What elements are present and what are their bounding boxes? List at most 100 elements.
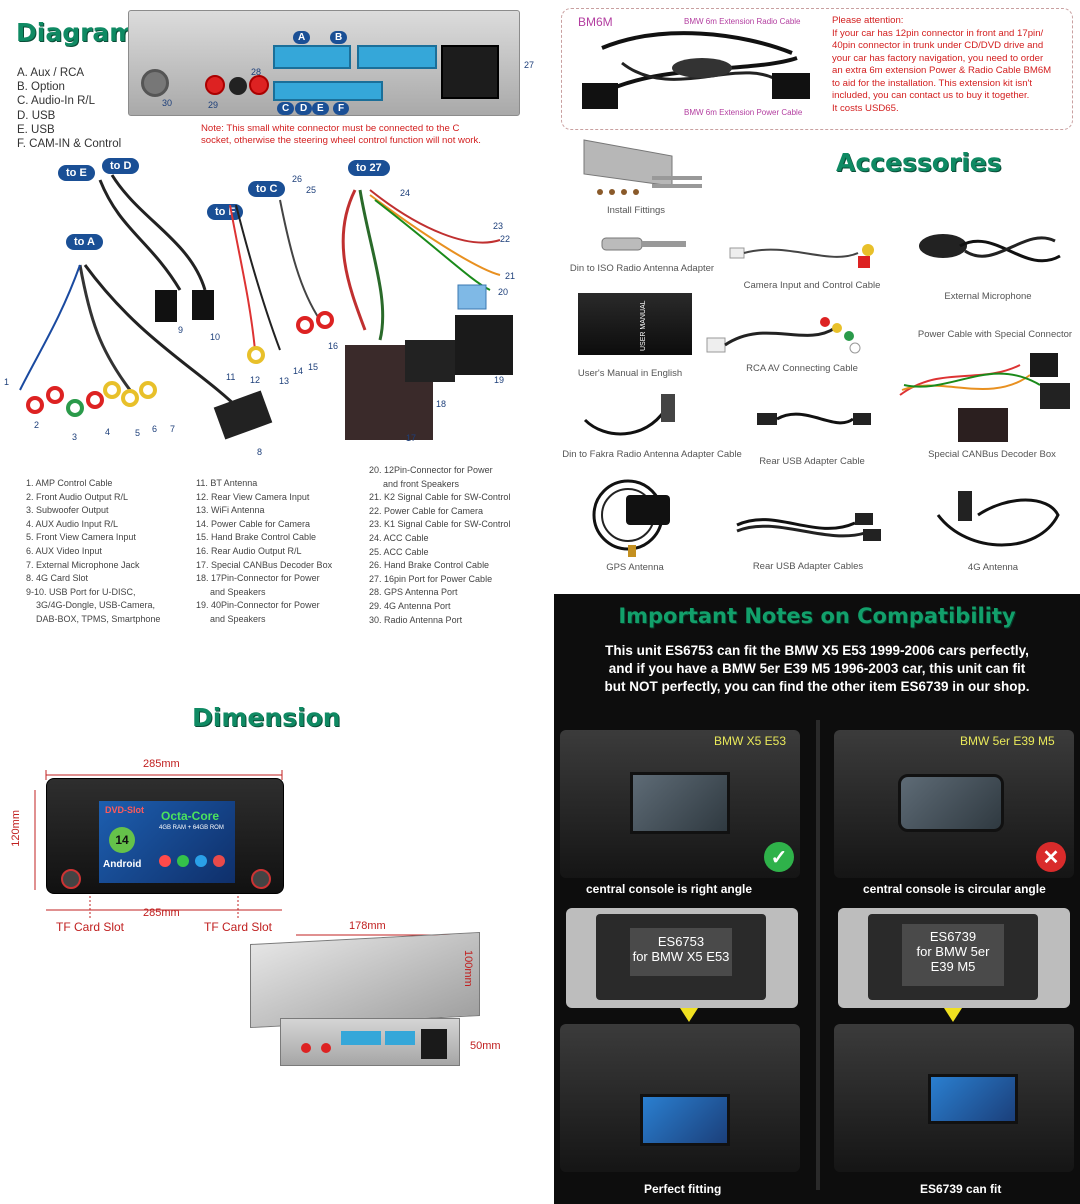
cable-num: 10 [210,332,221,342]
port-item: C. Audio-In R/L [17,95,95,108]
app-icon [213,855,225,867]
dim-depth: 178mm [349,920,386,932]
legend-item: and front Speakers [383,478,460,489]
attention-line: Please attention: [832,15,904,26]
fitted-screen [640,1094,730,1146]
right-caption: central console is circular angle [863,882,1046,896]
label-f: F [333,102,350,115]
cable-num: 11 [226,372,236,382]
accessories-title: Accessories [836,148,1002,177]
cable-num: 14 [293,366,304,376]
app-icon [159,855,171,867]
legend-item: 26. Hand Brake Control Cable [369,560,490,571]
radio-antenna-port [141,69,169,97]
bm6m-attention: Please attention: If your car has 12pin … [832,15,1068,115]
pill-to-c: to C [248,181,286,197]
connector-block [385,1031,415,1045]
acc-label-4g: 4G Antenna [967,562,1019,573]
right-car-name: BMW 5er E39 M5 [960,734,1055,748]
cable-num: 1 [4,377,10,387]
cable-num: 7 [170,424,176,434]
compat-line: and if you have a BMW 5er E39 M5 1996-20… [608,661,1026,676]
legend-item: 1. AMP Control Cable [26,478,113,488]
legend-item: 13. WiFi Antenna [196,505,265,516]
es6753-panel: ES6753 for BMW X5 E53 [566,908,798,1008]
pill-to-27: to 27 [348,160,390,176]
legend-item: 16. Rear Audio Output R/L [196,545,302,556]
bm6m-radio-cable: BMW 6m Extension Radio Cable [684,17,801,26]
unit-chassis [250,931,480,1029]
legend-item: 25. ACC Cable [369,546,429,557]
legend-col-2: 11. BT Antenna 12. Rear View Camera Inpu… [196,477,366,627]
panel-num: 30 [162,98,173,108]
dim-depth-height: 100mm [462,950,474,987]
dim-line-height [34,790,36,890]
app-icon [195,855,207,867]
legend-item: 28. GPS Antenna Port [369,587,458,598]
cable-num: 17 [406,433,417,443]
acc-label-canbus: Special CANBus Decoder Box [928,449,1056,460]
legend-item: 3G/4G-Dongle, USB-Camera, [36,600,156,611]
e39-console-screen [898,774,1004,832]
port-list: A. Aux / RCA B. Option C. Audio-In R/L D… [17,66,121,151]
legend-item: 12. Rear View Camera Input [196,491,310,502]
cable-num: 5 [135,428,141,438]
legend-item: DAB-BOX, TPMS, Smartphone [36,613,161,624]
extension-cable-image [582,31,810,109]
dim-width-bottom: 285mm [143,907,180,919]
legend-item: 19. 40Pin-Connector for Power [196,600,320,611]
legend-col-3: 20. 12Pin-Connector for Power and front … [369,464,544,627]
left-fit: Perfect fitting [644,1182,722,1196]
camera-cable-image [729,244,874,268]
bm6m-power-cable: BMW 6m Extension Power Cable [684,108,803,117]
legend-item: 20. 12Pin-Connector for Power [369,465,493,475]
acc-label-fakra: Din to Fakra Radio Antenna Adapter Cable [562,449,742,460]
acc-label-power-cable: Power Cable with Special Connector [917,329,1073,340]
legend-item: and Speakers [210,586,266,597]
dim-line-bottom [46,896,282,918]
compat-title: Important Notes on Compatibility [618,604,1016,628]
legend-item: 23. K1 Signal Cable for SW-Control [369,519,511,530]
unit-code: ES6739 [929,929,977,944]
panel-num: 27 [524,60,535,70]
acc-label-user-manual: User's Manual in English [577,368,683,379]
cable-num: 23 [493,221,504,231]
iso-adapter-image [601,237,686,251]
port-item: D. USB [17,109,56,122]
legend-item: 18. 17Pin-Connector for Power [196,573,320,584]
legend-item: 24. ACC Cable [369,532,429,543]
connector-b [357,45,437,69]
cable-num: 9 [178,325,184,335]
connector-cdef [273,81,383,101]
unit-rear-panel [128,10,520,116]
compat-line: but NOT perfectly, you can find the othe… [604,679,1030,694]
acc-label-rear-usb-cables: Rear USB Adapter Cables [752,561,864,572]
arrow-down-icon [680,1008,698,1022]
right-fit: ES6739 can fit [920,1182,1002,1196]
left-car-name: BMW X5 E53 [714,734,787,748]
acc-label-microphone: External Microphone [944,291,1032,302]
cable-num: 12 [250,375,261,385]
x5-fitted-photo [560,1024,800,1172]
rear-usb-cable-image [757,412,871,425]
app-icon [177,855,189,867]
cable-num: 18 [436,399,447,409]
arrow-down-icon [944,1008,962,1022]
head-unit-front: DVD-Slot Octa-Core 4GB RAM + 64GB ROM 14… [46,778,284,894]
dimension-title: Dimension [192,703,341,732]
port-item: B. Option [17,81,65,94]
tf-card-left: TF Card Slot [56,920,125,934]
diagram-title: Diagram [16,18,136,47]
legend-item: and Speakers [210,613,266,624]
canbus-box-image [958,408,1008,442]
dim-height: 120mm [10,810,22,847]
fitted-screen [928,1074,1018,1124]
cable-num: 3 [72,432,78,442]
connector-note: Note: This small white connector must be… [201,123,481,146]
legend-item: 14. Power Cable for Camera [196,518,311,529]
user-manual-image: USER MANUAL [578,293,692,355]
legend-item: 27. 16pin Port for Power Cable [369,573,493,584]
16pin-power-port [441,45,499,99]
attention-line: included, you can contact us to buy it t… [832,90,1030,101]
compat-line: This unit ES6753 can fit the BMW X5 E53 … [605,643,1029,658]
